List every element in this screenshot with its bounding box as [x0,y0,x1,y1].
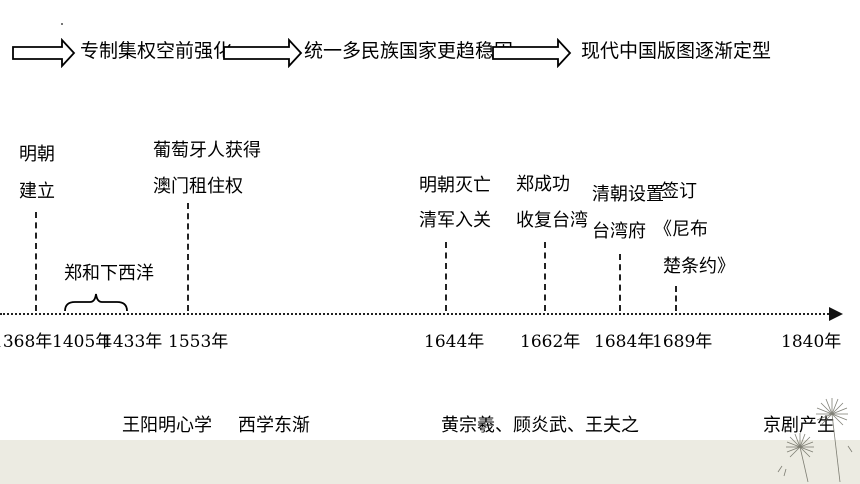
event-ming-founded-line1: 明朝 [19,144,55,165]
axis-arrowhead-icon [829,307,843,321]
culture-thinkers: 黄宗羲、顾炎武、王夫之 [441,415,639,436]
event-zheng-he: 郑和下西洋 [64,263,154,284]
phase-label-3: 现代中国版图逐渐定型 [581,40,772,62]
timeline-slide: 专制集权空前强化 统一多民族国家更趋稳固 现代中国版图逐渐定型 明朝 建立 郑和… [0,0,860,440]
event-macau-line2: 澳门租住权 [153,176,243,197]
culture-wang-yangming: 王阳明心学 [122,415,212,436]
footer-band [0,440,860,484]
year-1662: 1662年 [520,332,581,352]
dandelion-icon [777,398,853,482]
year-1405: 1405年 [52,332,113,352]
event-ming-fall-line1: 明朝灭亡 [419,175,491,196]
year-1433: 1433年 [102,332,163,352]
corner-dot [61,23,63,25]
culture-western-learning: 西学东渐 [238,415,310,436]
dashed-connector [619,254,621,311]
event-nerchinsk-line1: 签订 [661,181,697,202]
year-1684: 1684年 [594,332,655,352]
event-nerchinsk-line2: 《尼布 [654,219,708,240]
hollow-arrow-icon [223,38,303,68]
event-taiwan-recovery-line1: 郑成功 [516,174,570,195]
year-1368: 1368年 [0,332,53,352]
hollow-arrow-icon [12,38,76,68]
phase-label-2: 统一多民族国家更趋稳固 [304,40,514,62]
event-nerchinsk-line3: 楚条约》 [663,256,735,277]
event-macau-line1: 葡萄牙人获得 [153,140,261,161]
brace-icon [64,293,128,312]
hollow-arrow-icon [492,38,572,68]
event-taiwan-recovery-line2: 收复台湾 [516,210,588,231]
year-1840: 1840年 [781,332,842,352]
year-1644: 1644年 [424,332,485,352]
culture-peking-opera: 京剧产生 [763,415,835,436]
dashed-connector [35,212,37,311]
phase-label-1: 专制集权空前强化 [80,40,233,62]
event-ming-founded-line2: 建立 [19,181,55,202]
year-1689: 1689年 [652,332,713,352]
year-1553: 1553年 [168,332,229,352]
event-ming-fall-line2: 清军入关 [419,210,491,231]
event-taiwan-prefecture-line2: 台湾府 [592,221,646,242]
dashed-connector [187,203,189,311]
dashed-connector [675,286,677,311]
dashed-connector [544,242,546,311]
dashed-connector [445,242,447,311]
event-taiwan-prefecture-line1: 清朝设置 [592,184,664,205]
timeline-axis [0,313,836,315]
